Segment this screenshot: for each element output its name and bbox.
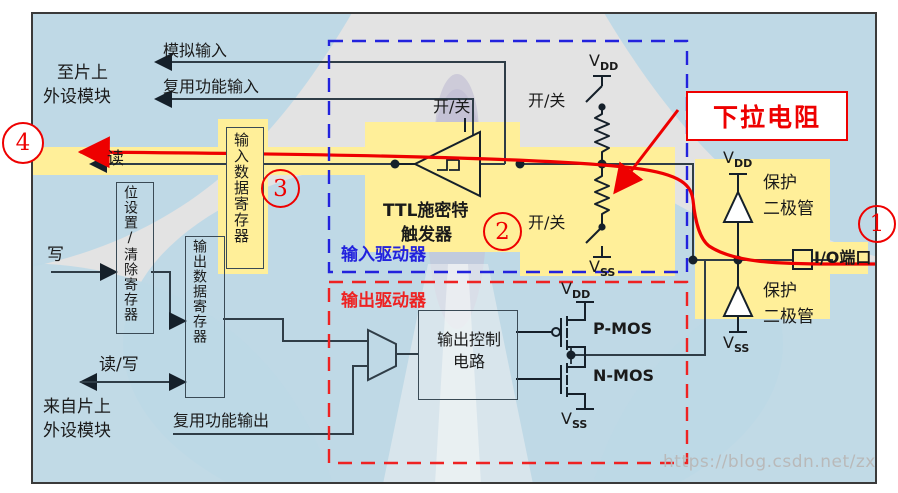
protection-diode-lower [722,260,754,333]
pmos-transistor [516,301,594,355]
output-driver-label: 输出驱动器 [341,291,426,311]
red-signal-path [77,136,875,266]
vss-label-protection: VSS [723,334,749,356]
pull-down-resistor-callout: 下拉电阻 [686,91,848,141]
switch-label-schmitt: 开/关 [433,97,471,116]
vdd-label-pmos: VDD [561,280,590,302]
vdd-main-2: V [723,148,734,167]
marker-two: 2 [483,212,522,251]
output-control-circuit-box: 输出控制电路 [418,310,518,400]
vdd-label-protection: VDD [723,149,752,171]
write-label: 写 [47,245,64,265]
io-pad-square [792,249,813,270]
vdd-sub: DD [599,60,619,74]
butterfly-watermark [33,14,875,482]
vss-sub-2: SS [733,342,750,356]
switch-label-pullup: 开/关 [528,91,566,110]
io-port-label: I/O端口 [814,248,872,267]
vss-main-2: V [723,333,734,352]
output-driver-dashed-box [327,280,689,465]
bit-set-clear-register-box: 位设置/清除寄存器 [116,182,154,334]
ttl-schmitt-label-line1: TTL施密特 [383,201,469,221]
vss-sub-3: SS [571,418,588,432]
multiplexer-symbol [367,328,397,382]
vss-sub: SS [599,266,616,280]
analog-input-label: 模拟输入 [163,41,228,60]
marker-four: 4 [2,122,44,164]
vdd-sub-2: DD [733,157,753,171]
marker-three: 3 [261,169,300,208]
protect-diode-upper-label-line2: 二极管 [763,199,814,219]
marker-one: 1 [858,205,896,243]
to-peripheral-label-line1: 至片上 [57,63,108,83]
input-data-register-label: 输入数据寄存器 [232,132,250,244]
input-data-register-box: 输入数据寄存器 [226,127,264,269]
alt-function-output-label: 复用功能输出 [173,411,270,430]
vss-main-3: V [561,409,572,428]
protect-diode-lower-label-line1: 保护 [763,281,797,301]
read-label: 读 [107,149,124,169]
source-watermark: https://blog.csdn.net/zxy131072 [663,452,876,472]
switch-label-pulldown: 开/关 [528,213,566,232]
input-driver-dashed-box [327,39,689,274]
vss-main: V [589,257,600,276]
output-data-register-box: 输出数据寄存器 [185,236,225,398]
input-driver-label: 输入驱动器 [341,245,426,265]
nmos-transistor [516,355,594,410]
vdd-sub-3: DD [571,288,591,302]
output-control-circuit-label: 输出控制电路 [436,330,501,371]
protect-diode-upper-label-line1: 保护 [763,173,797,193]
alt-function-input-label: 复用功能输入 [163,77,260,96]
vdd-main: V [589,51,600,70]
pullup-resistor-switch [585,75,611,164]
read-write-label: 读/写 [99,355,139,375]
protection-diode-upper [722,173,754,260]
schmitt-trigger-symbol [395,118,481,198]
protect-diode-lower-label-line2: 二极管 [763,307,814,327]
vss-label-nmos: VSS [561,410,587,432]
output-data-register-label: 输出数据寄存器 [191,239,207,344]
highlight-protection-block [695,159,830,319]
from-peripheral-label-line1: 来自片上 [43,397,111,417]
pulldown-resistor-switch [585,164,611,258]
pmos-label: P-MOS [593,319,653,338]
pulldown-callout-arrow [613,109,680,195]
nmos-label: N-MOS [593,366,655,385]
diagram-frame: 输入数据寄存器 位设置/清除寄存器 输出数据寄存器 输出控制电路 至片上 外设模… [31,12,877,484]
vdd-label-pullup: VDD [589,52,618,74]
bit-set-clear-register-label: 位设置/清除寄存器 [122,185,138,322]
from-peripheral-label-line2: 外设模块 [43,421,111,441]
vss-label-pulldown: VSS [589,258,615,280]
wiring-layer [51,39,875,465]
ttl-schmitt-label-line2: 触发器 [401,225,452,245]
vdd-main-3: V [561,279,572,298]
to-peripheral-label-line2: 外设模块 [43,87,111,107]
